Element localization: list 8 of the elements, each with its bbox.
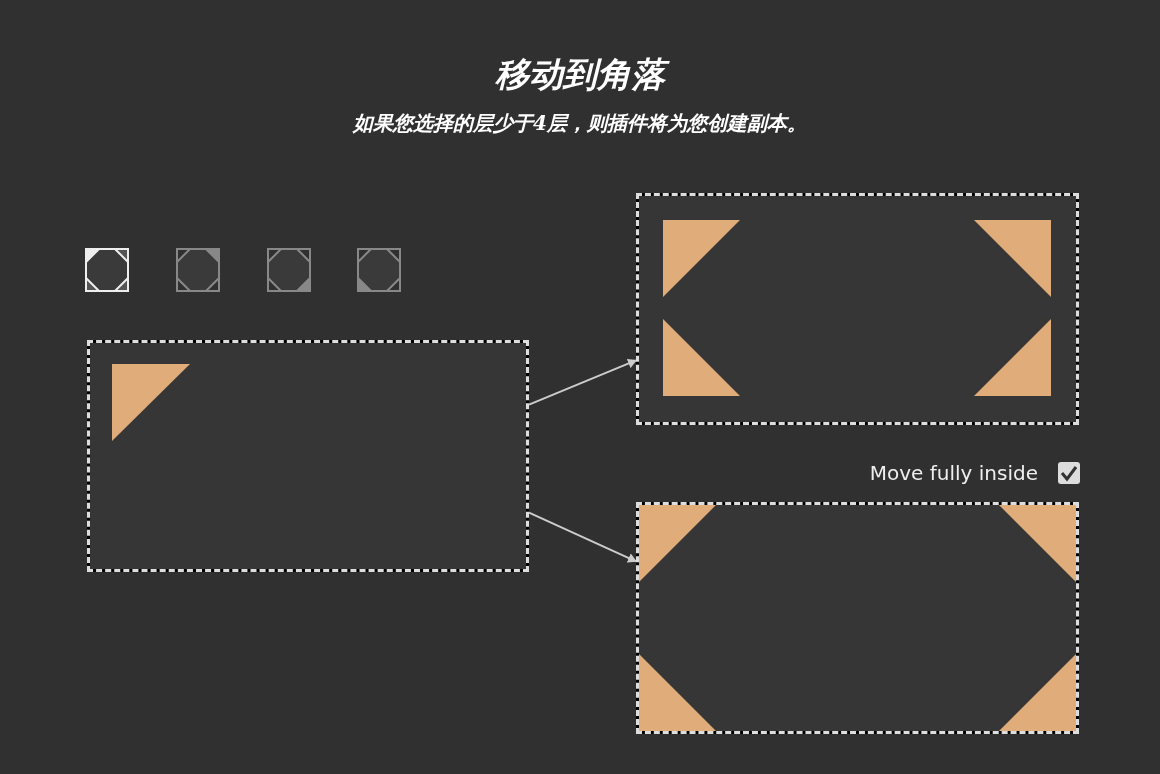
dashed-frame [87, 340, 529, 572]
dashed-frame [636, 193, 1079, 425]
subtitle: 如果您选择的层少于4层，则插件将为您创建副本。 [351, 110, 808, 137]
arrow [528, 358, 637, 406]
checkbox-label: Move fully inside [869, 461, 1038, 485]
title: 移动到角落 [0, 52, 1160, 98]
dashed-frame [636, 502, 1079, 734]
arrow [528, 511, 637, 563]
